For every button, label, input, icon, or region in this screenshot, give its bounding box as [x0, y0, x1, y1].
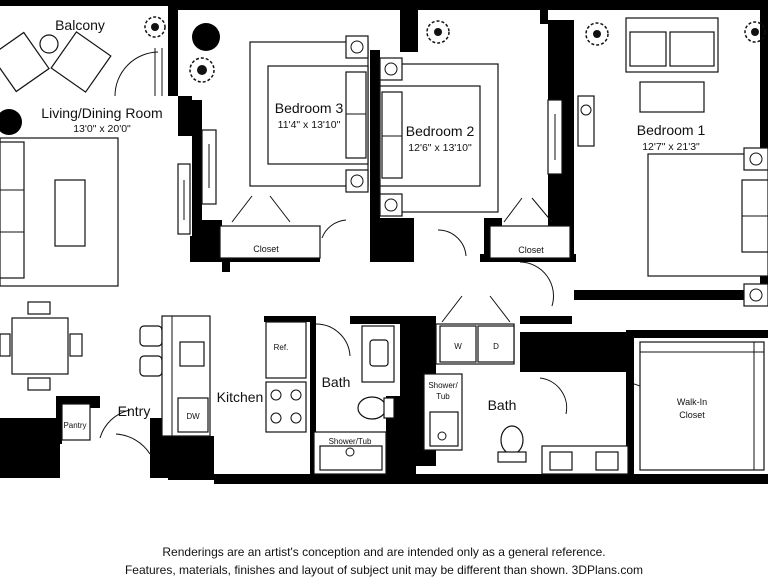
plant-icon	[744, 21, 766, 43]
entry-fixtures	[61, 403, 151, 455]
bedroom1-furniture	[519, 17, 768, 307]
room-label-balcony: Balcony	[55, 17, 105, 33]
balcony-furniture	[0, 31, 163, 97]
room-label-kitchen: Kitchen	[217, 389, 264, 405]
kitchen-fixtures	[161, 315, 307, 437]
bath-b-fixtures	[423, 373, 661, 475]
shower-tub-label-line1: Shower/	[428, 381, 458, 390]
washer-label: W	[454, 342, 462, 351]
walk-in-closet-fixtures	[639, 341, 765, 471]
lamp-icon	[192, 23, 220, 51]
bedroom3-furniture	[201, 35, 369, 259]
refrigerator-label: Ref.	[274, 343, 289, 352]
plant-icon	[189, 57, 215, 83]
dryer-label: D	[493, 342, 499, 351]
living-furniture	[0, 137, 191, 391]
dishwasher-label: DW	[186, 412, 200, 421]
pantry-label: Pantry	[63, 421, 86, 430]
closet-label: Closet	[518, 245, 544, 255]
room-label-entry: Entry	[118, 403, 151, 419]
room-label-walk-in-line2: Closet	[679, 410, 705, 420]
room-label-walk-in-line1: Walk-In	[677, 397, 707, 407]
bath-a-fixtures	[313, 323, 395, 475]
bedroom2-furniture	[379, 57, 571, 259]
plant-icon	[144, 16, 166, 38]
closet-label: Closet	[253, 244, 279, 254]
room-label-bedroom1: Bedroom 1	[637, 122, 706, 138]
plant-icon	[426, 20, 450, 44]
laundry-fixtures	[435, 295, 515, 365]
shower-tub-label-line2: Tub	[436, 392, 450, 401]
room-dims-bedroom3: 11'4" x 13'10"	[278, 119, 341, 131]
room-label-living-dining: Living/Dining Room	[41, 105, 162, 121]
room-label-bedroom2: Bedroom 2	[406, 123, 475, 139]
room-dims-bedroom2: 12'6" x 13'10"	[408, 142, 472, 154]
room-label-bath-a: Bath	[322, 374, 351, 390]
plant-icon	[585, 22, 609, 46]
room-dims-living-dining: 13'0" x 20'0"	[73, 123, 131, 135]
disclaimer-line-2: Features, materials, finishes and layout…	[124, 563, 644, 577]
lamp-icon	[0, 109, 22, 135]
disclaimer-line-1: Renderings are an artist's conception an…	[162, 545, 606, 559]
shower-tub-label: Shower/Tub	[329, 437, 372, 446]
room-dims-bedroom1: 12'7" x 21'3"	[642, 141, 700, 153]
room-label-bedroom3: Bedroom 3	[275, 100, 344, 116]
room-label-bath-b: Bath	[488, 397, 517, 413]
